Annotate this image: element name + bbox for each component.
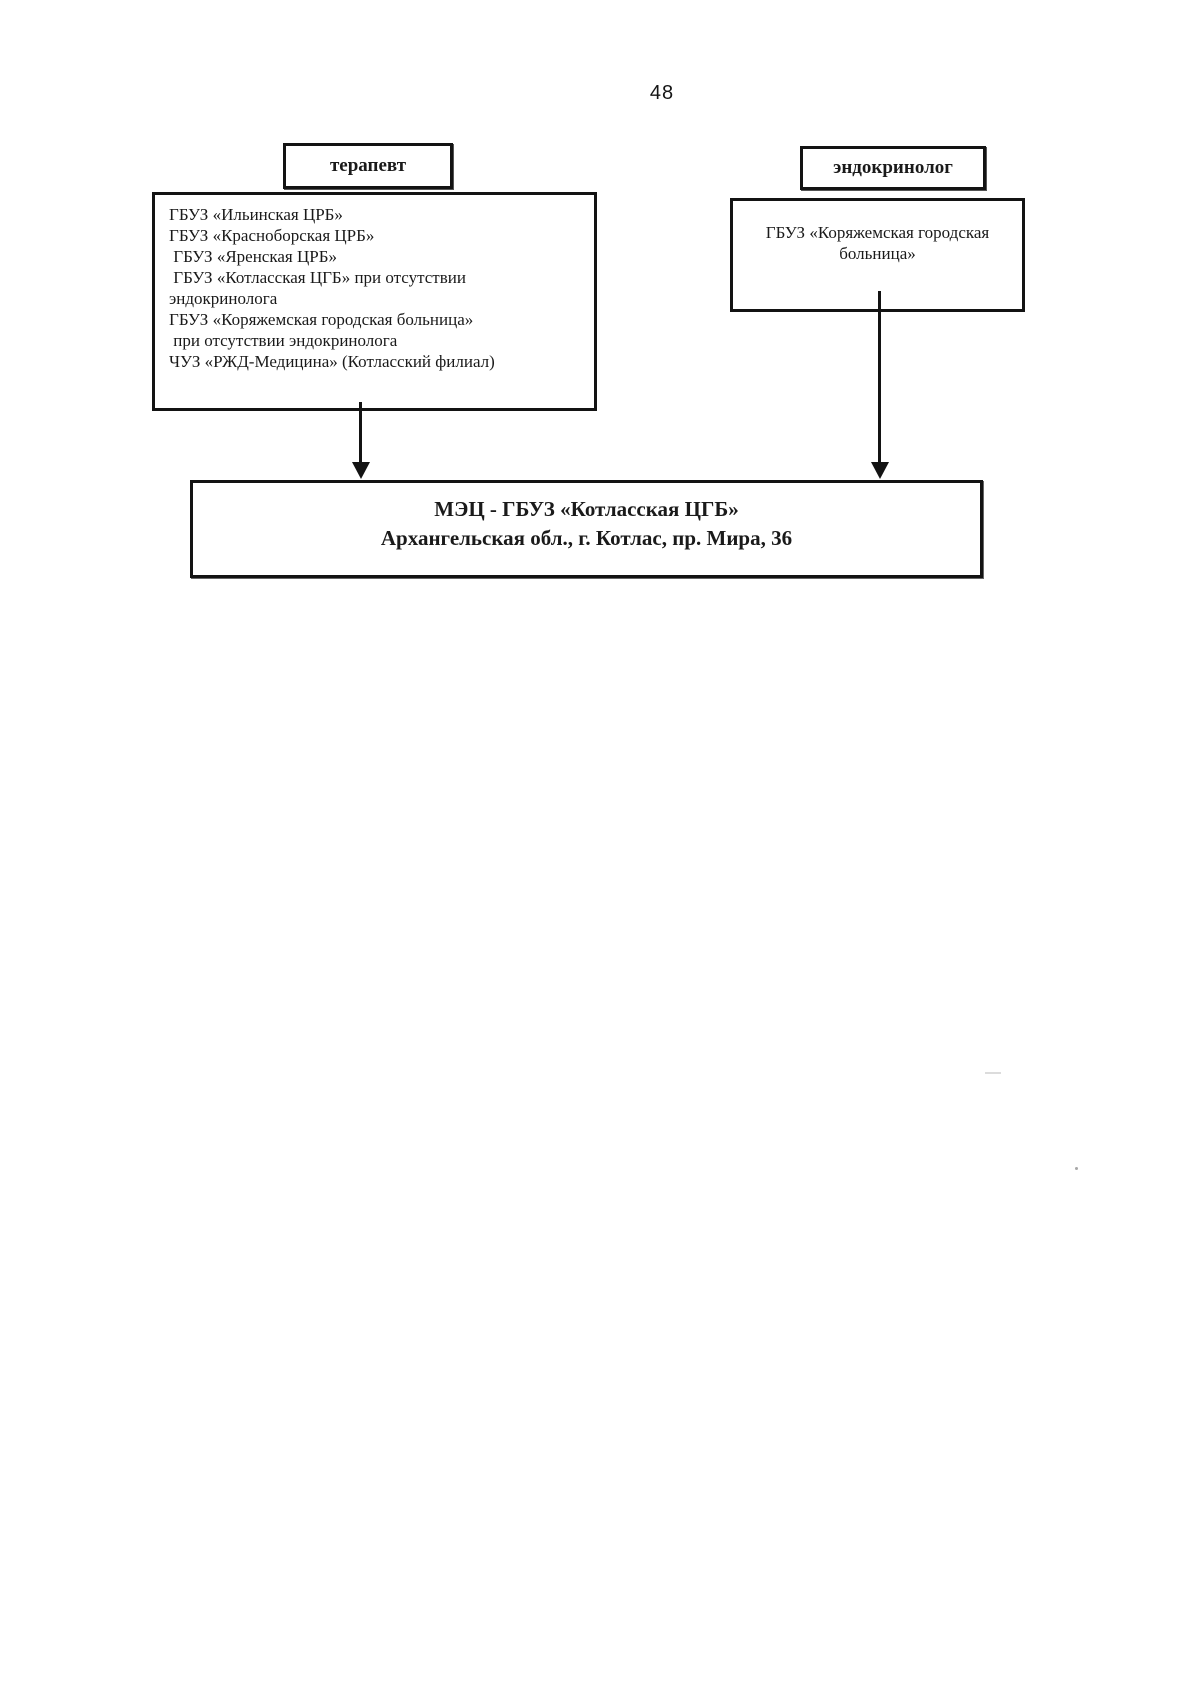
facility-line: ГБУЗ «Ильинская ЦРБ» [169, 205, 343, 224]
endocrinologist-facility-box: ГБУЗ «Коряжемская городская больница» [730, 198, 1025, 312]
endocrinologist-to-mec-arrow-stem [878, 291, 881, 464]
scan-artifact-dot [1075, 1167, 1078, 1170]
facility-line: больница» [839, 244, 916, 263]
therapist-label: терапевт [329, 155, 407, 176]
facility-line: ГБУЗ «Яренская ЦРБ» [169, 247, 337, 266]
scan-artifact-line [985, 1072, 1001, 1074]
therapist-facilities-box: ГБУЗ «Ильинская ЦРБ» ГБУЗ «Красноборская… [152, 192, 597, 411]
therapist-to-mec-arrowhead-icon [352, 462, 370, 479]
endocrinologist-label: эндокринолог [833, 157, 953, 178]
facility-line: ГБУЗ «Коряжемская городская больница» [169, 310, 474, 329]
facility-line: при отсутствии эндокринолога [169, 331, 398, 350]
facility-line: ГБУЗ «Красноборская ЦРБ» [169, 226, 375, 245]
endocrinologist-label-box: эндокринолог [800, 146, 986, 190]
mec-address: Архангельская обл., г. Котлас, пр. Мира,… [380, 526, 793, 550]
facility-line: ГБУЗ «Котласская ЦГБ» при отсутствии [169, 268, 466, 287]
endocrinologist-to-mec-arrowhead-icon [871, 462, 889, 479]
mec-title: МЭЦ - ГБУЗ «Котласская ЦГБ» [434, 497, 739, 521]
facility-line: ЧУЗ «РЖД-Медицина» (Котласский филиал) [169, 352, 495, 371]
mec-box: МЭЦ - ГБУЗ «Котласская ЦГБ» Архангельска… [190, 480, 983, 578]
facility-line: эндокринолога [169, 289, 278, 308]
therapist-to-mec-arrow-stem [359, 402, 362, 464]
page-number: 48 [649, 82, 675, 104]
therapist-label-box: терапевт [283, 143, 453, 189]
facility-line: ГБУЗ «Коряжемская городская [765, 223, 990, 242]
